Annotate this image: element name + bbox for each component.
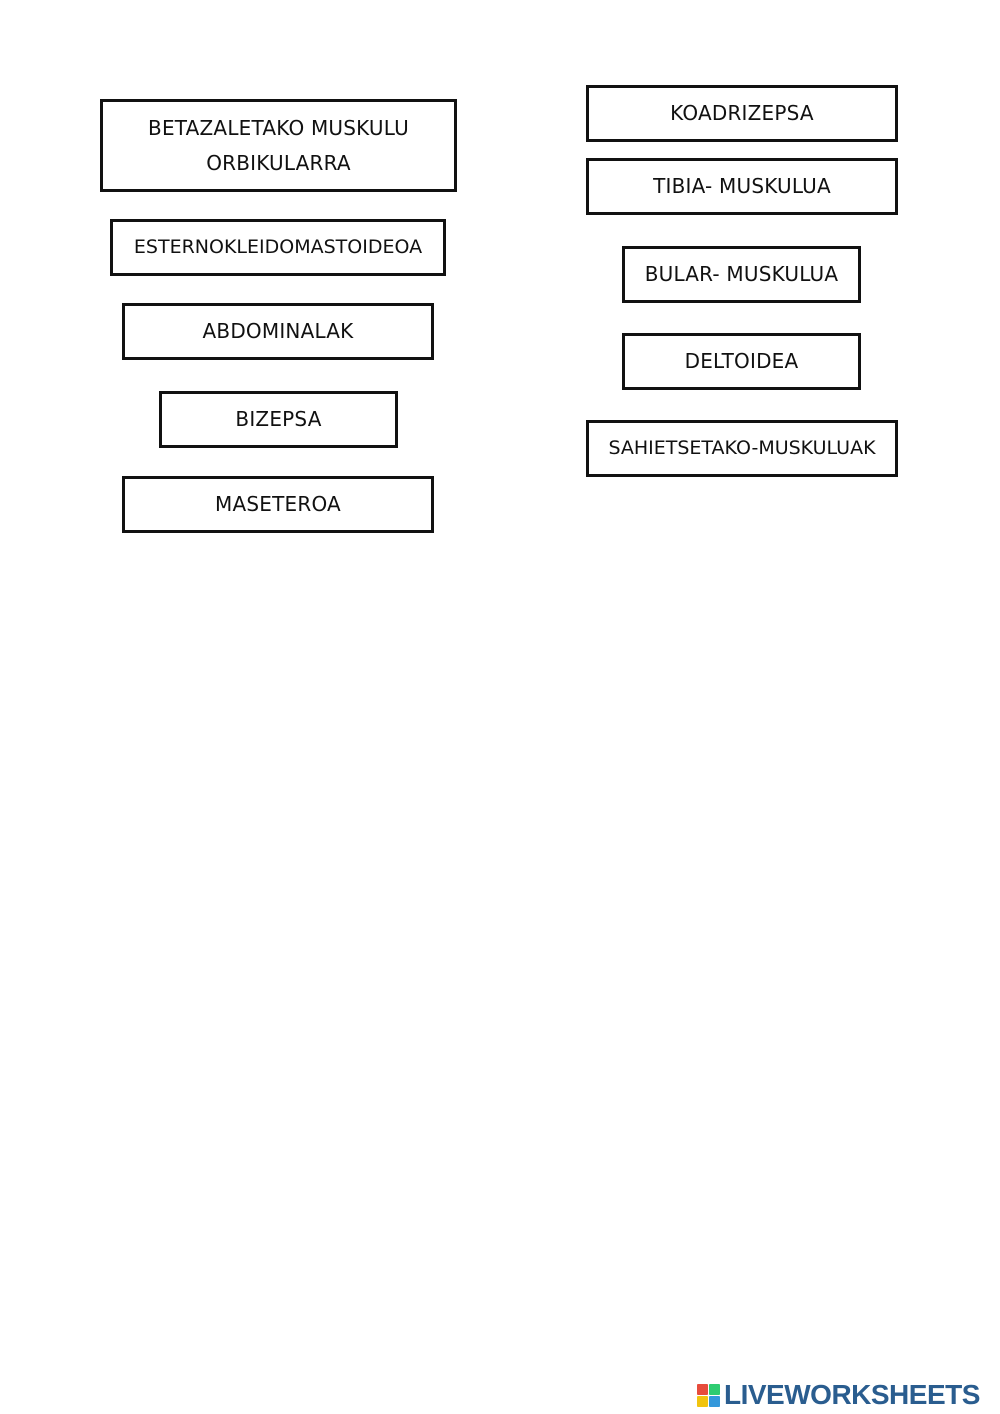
word-card-label: DELTOIDEA xyxy=(684,349,799,373)
word-card-text: BETAZALETAKO MUSKULU ORBIKULARRA xyxy=(148,111,409,181)
word-card-sahietsetako-muskuluak[interactable]: SAHIETSETAKO-MUSKULUAK xyxy=(586,420,898,477)
word-card-line-2: ORBIKULARRA xyxy=(206,150,351,175)
word-card-maseteroa[interactable]: MASETEROA xyxy=(122,476,434,533)
logo-square-green xyxy=(709,1383,720,1395)
word-card-bular-muskulua[interactable]: BULAR- MUSKULUA xyxy=(622,246,861,303)
word-card-label: MASETEROA xyxy=(215,492,341,516)
word-card-deltoidea[interactable]: DELTOIDEA xyxy=(622,333,861,390)
liveworksheets-logo: LIVEWORKSHEETS xyxy=(697,1379,980,1410)
word-card-line-1: BETAZALETAKO MUSKULU xyxy=(148,115,409,140)
word-card-label: BIZEPSA xyxy=(235,407,322,431)
logo-square-yellow xyxy=(697,1395,708,1407)
word-card-label: ESTERNOKLEIDOMASTOIDEOA xyxy=(133,236,423,258)
logo-square-blue xyxy=(709,1395,720,1407)
logo-square-red xyxy=(697,1383,708,1395)
word-card-label: ABDOMINALAK xyxy=(202,319,354,343)
word-card-esternokleidomastoideoa[interactable]: ESTERNOKLEIDOMASTOIDEOA xyxy=(110,219,446,276)
word-card-tibia-muskulua[interactable]: TIBIA- MUSKULUA xyxy=(586,158,898,215)
word-card-koadrizepsa[interactable]: KOADRIZEPSA xyxy=(586,85,898,142)
word-card-label: KOADRIZEPSA xyxy=(670,101,814,125)
word-card-abdominalak[interactable]: ABDOMINALAK xyxy=(122,303,434,360)
liveworksheets-logo-text: LIVEWORKSHEETS xyxy=(724,1379,980,1410)
liveworksheets-logo-icon xyxy=(697,1383,720,1407)
word-card-betazaletako-muskulu-orbikularra[interactable]: BETAZALETAKO MUSKULU ORBIKULARRA xyxy=(100,99,457,192)
word-card-label: SAHIETSETAKO-MUSKULUAK xyxy=(608,437,876,459)
word-card-bizepsa[interactable]: BIZEPSA xyxy=(159,391,398,448)
word-card-label: BULAR- MUSKULUA xyxy=(644,262,839,286)
word-card-label: TIBIA- MUSKULUA xyxy=(653,174,831,198)
